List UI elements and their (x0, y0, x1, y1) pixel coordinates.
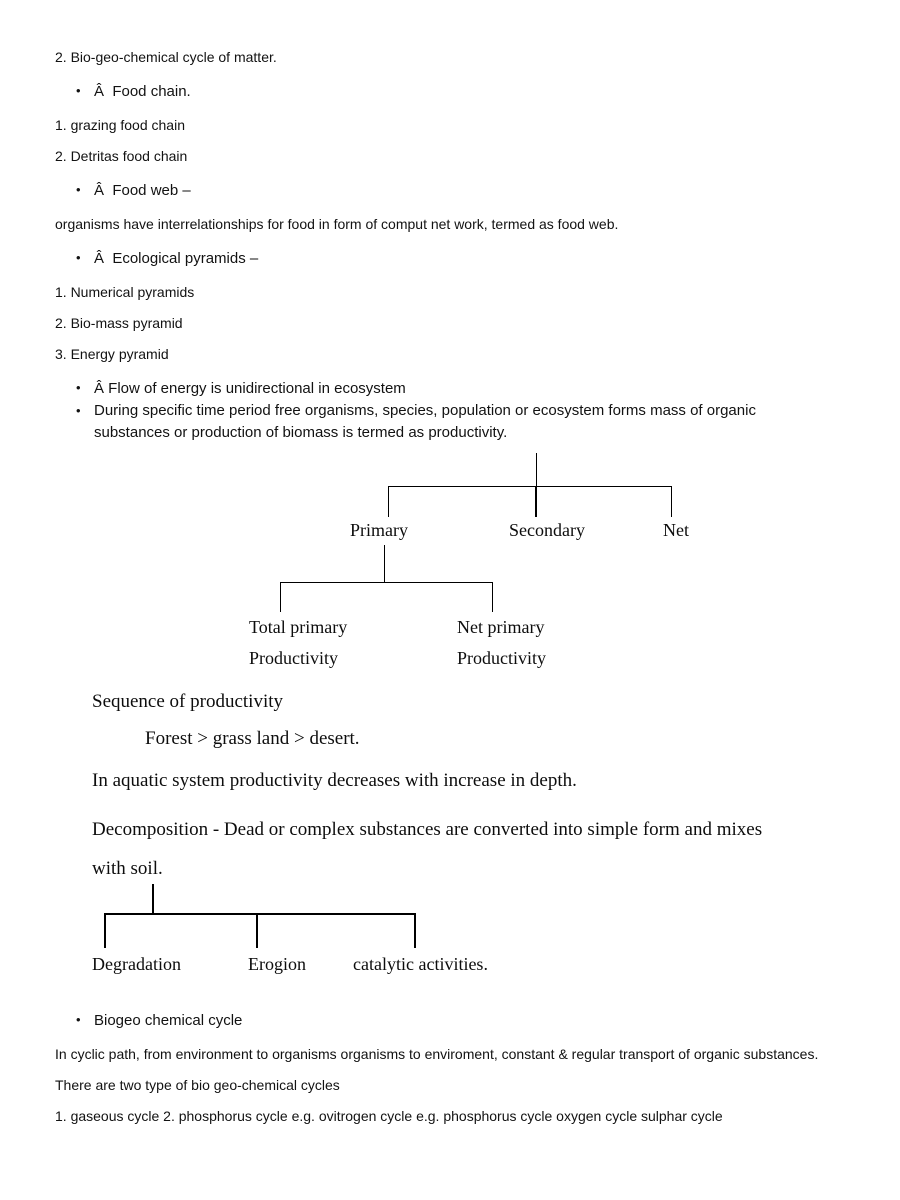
tree-label-primary: Primary (350, 520, 408, 540)
bullet-dot-icon: • (76, 250, 81, 265)
tree-line-drop-degradation (104, 913, 106, 948)
para-biomass-pyramid: 2. Bio-mass pyramid (55, 315, 183, 331)
para-detritas-food-chain: 2. Detritas food chain (55, 148, 188, 164)
bullet-item-label: During specific time period free organis… (94, 402, 756, 441)
tree-label-degradation: Degradation (92, 954, 181, 974)
tree-label-net: Net (663, 520, 689, 540)
para-decomposition-line2: with soil. (92, 858, 163, 879)
bullet-item-energy-flow: • Â Flow of energy is unidirectional in … (76, 379, 406, 398)
para-food-web-definition: organisms have interrelationships for fo… (55, 216, 619, 232)
bullet-dot-icon: • (76, 83, 81, 98)
tree-label-catalytic-activities: catalytic activities. (353, 954, 488, 974)
para-numerical-pyramids: 1. Numerical pyramids (55, 284, 195, 300)
tree-label-net-primary-line1: Net primary (457, 617, 545, 637)
tree-line-drop-secondary (535, 486, 537, 517)
bullet-item-label: Â Ecological pyramids – (94, 250, 259, 267)
bullet-item-label: Â Flow of energy is unidirectional in ec… (94, 380, 406, 397)
tree-line-decomposition-horizontal (104, 913, 416, 915)
para-biogeo-matter: 2. Bio-geo-chemical cycle of matter. (55, 49, 277, 65)
para-energy-pyramid: 3. Energy pyramid (55, 346, 169, 362)
tree-label-total-primary-line2: Productivity (249, 648, 338, 668)
bullet-item-label: Â Food web – (94, 182, 191, 199)
bullet-dot-icon: • (76, 182, 81, 197)
bullet-dot-icon: • (76, 403, 81, 418)
tree-line-primary-horizontal (280, 582, 493, 583)
tree-label-erogion: Erogion (248, 954, 306, 974)
bullet-item-label: Biogeo chemical cycle (94, 1012, 243, 1029)
tree-line-drop-erogion (256, 913, 258, 948)
bullet-item-food-web: • Â Food web – (76, 181, 191, 200)
tree-line-primary-stem (384, 545, 385, 583)
bullet-item-label: Â Food chain. (94, 83, 191, 100)
tree-label-secondary: Secondary (509, 520, 585, 540)
bullet-dot-icon: • (76, 380, 81, 395)
para-productivity-sequence: Forest > grass land > desert. (145, 728, 360, 749)
bullet-item-biogeo-chemical-cycle: • Biogeo chemical cycle (76, 1011, 242, 1030)
para-cycle-examples: 1. gaseous cycle 2. phosphorus cycle e.g… (55, 1108, 723, 1124)
tree-line-drop-net-primary (492, 582, 493, 612)
bullet-item-productivity-definition: • During specific time period free organ… (76, 400, 779, 444)
tree-line-root-horizontal (388, 486, 672, 487)
bullet-item-eco-pyramids: • Â Ecological pyramids – (76, 249, 258, 268)
tree-line-drop-primary (388, 486, 389, 517)
tree-label-total-primary-line1: Total primary (249, 617, 348, 637)
tree-line-drop-total-primary (280, 582, 281, 612)
tree-line-drop-catalytic (414, 913, 416, 948)
para-grazing-food-chain: 1. grazing food chain (55, 117, 185, 133)
tree-label-net-primary-line2: Productivity (457, 648, 546, 668)
tree-line-root-stem (536, 453, 537, 487)
para-two-types: There are two type of bio geo-chemical c… (55, 1077, 340, 1093)
bullet-dot-icon: • (76, 1012, 81, 1027)
tree-line-drop-net (671, 486, 672, 517)
bullet-item-food-chain: • Â Food chain. (76, 82, 191, 101)
para-aquatic-productivity: In aquatic system productivity decreases… (92, 770, 577, 791)
tree-line-decomposition-stem (152, 884, 154, 915)
para-cyclic-path: In cyclic path, from environment to orga… (55, 1046, 819, 1062)
para-decomposition-line1: Decomposition - Dead or complex substanc… (92, 819, 763, 840)
heading-sequence-of-productivity: Sequence of productivity (92, 691, 284, 712)
